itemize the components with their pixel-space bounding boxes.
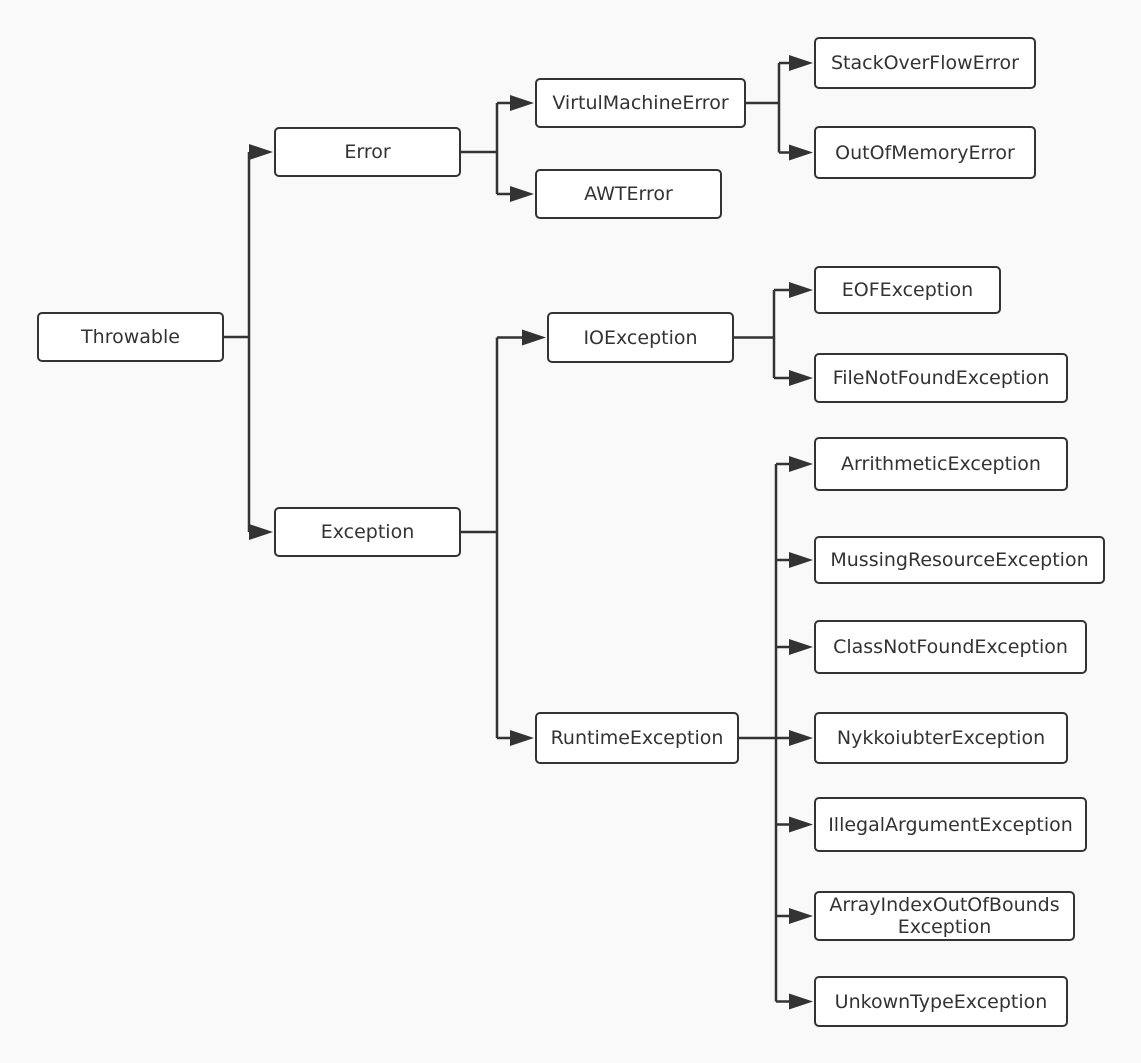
node-class-not-found-exception: ClassNotFoundException <box>814 620 1087 674</box>
node-label-line-2: Exception <box>897 916 992 938</box>
node-io-exception: IOException <box>547 312 734 363</box>
node-label: MussingResourceException <box>830 549 1089 571</box>
arrowhead <box>789 816 813 833</box>
node-awt-error: AWTError <box>535 169 722 219</box>
arrowhead <box>789 282 813 298</box>
node-unknown-type-exception: UnkownTypeException <box>814 976 1068 1027</box>
node-null-pointer-exception: NykkoiubterException <box>814 712 1068 764</box>
node-label: Exception <box>320 521 415 543</box>
node-label: FileNotFoundException <box>832 367 1050 389</box>
node-label: IllegalArgumentException <box>828 813 1073 836</box>
node-array-index-exception: ArrayIndexOutOfBounds Exception <box>814 891 1075 941</box>
node-label: ArrithmeticException <box>841 453 1041 475</box>
node-missing-resource-exception: MussingResourceException <box>814 536 1105 584</box>
node-eof-exception: EOFException <box>814 266 1001 314</box>
arrowhead <box>789 456 813 472</box>
node-error: Error <box>274 127 461 177</box>
node-label: EOFException <box>841 279 974 301</box>
node-label: IOException <box>583 326 698 349</box>
arrowhead <box>249 524 273 540</box>
node-label: UnkownTypeException <box>834 990 1048 1013</box>
node-virtual-machine-error: VirtulMachineError <box>535 78 746 128</box>
arrowhead <box>510 95 534 111</box>
arrowhead <box>510 186 534 202</box>
node-label: Error <box>344 141 391 163</box>
arrowhead <box>510 730 534 746</box>
arrowhead <box>789 639 813 655</box>
node-label: ClassNotFoundException <box>833 636 1068 658</box>
arrowhead <box>249 144 273 160</box>
node-label: Throwable <box>81 326 180 348</box>
node-label: NykkoiubterException <box>836 727 1046 749</box>
arrowhead <box>789 144 813 161</box>
node-throwable: Throwable <box>37 312 224 362</box>
arrowhead <box>789 993 813 1010</box>
arrowhead <box>789 730 813 746</box>
arrowhead <box>522 329 546 346</box>
node-label: AWTError <box>584 183 673 205</box>
node-label: RuntimeException <box>550 727 724 749</box>
node-file-not-found-exception: FileNotFoundException <box>814 353 1068 403</box>
node-label: StackOverFlowError <box>831 52 1019 74</box>
node-arithmetic-exception: ArrithmeticException <box>814 437 1068 491</box>
arrowhead <box>789 908 813 924</box>
node-runtime-exception: RuntimeException <box>535 712 739 764</box>
node-label-line-1: ArrayIndexOutOfBounds <box>829 894 1060 916</box>
node-illegal-argument-exception: IllegalArgumentException <box>814 797 1087 852</box>
node-stack-overflow-error: StackOverFlowError <box>814 37 1036 89</box>
node-label: VirtulMachineError <box>552 92 729 114</box>
node-label: OutOfMemoryError <box>835 141 1015 164</box>
arrowhead <box>789 55 813 71</box>
node-out-of-memory-error: OutOfMemoryError <box>814 126 1036 179</box>
arrowhead <box>789 552 813 568</box>
node-exception: Exception <box>274 507 461 557</box>
arrowhead <box>789 370 813 386</box>
